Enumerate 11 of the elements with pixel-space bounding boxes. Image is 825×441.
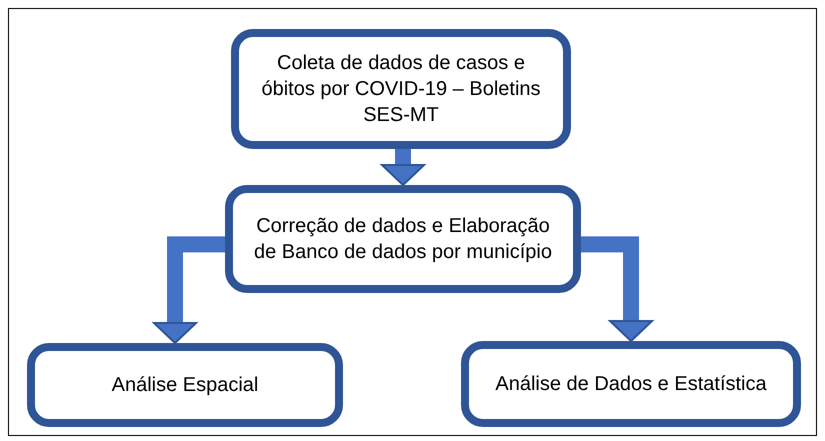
box-text: Coleta de dados de casos e óbitos por COVID-19 – Boletins SES-MT [260, 51, 542, 128]
block-arrow [153, 236, 225, 344]
process-box [27, 343, 343, 427]
block-arrow [381, 149, 425, 186]
process-box [225, 185, 581, 293]
box-text: Correção de dados e Elaboração de Banco de dados por município [253, 214, 553, 265]
box-text: Análise Espacial [112, 373, 258, 398]
box-text: Análise de Dados e Estatística [495, 372, 767, 397]
process-box [231, 29, 571, 149]
process-box [461, 341, 801, 427]
block-arrow [581, 236, 653, 342]
